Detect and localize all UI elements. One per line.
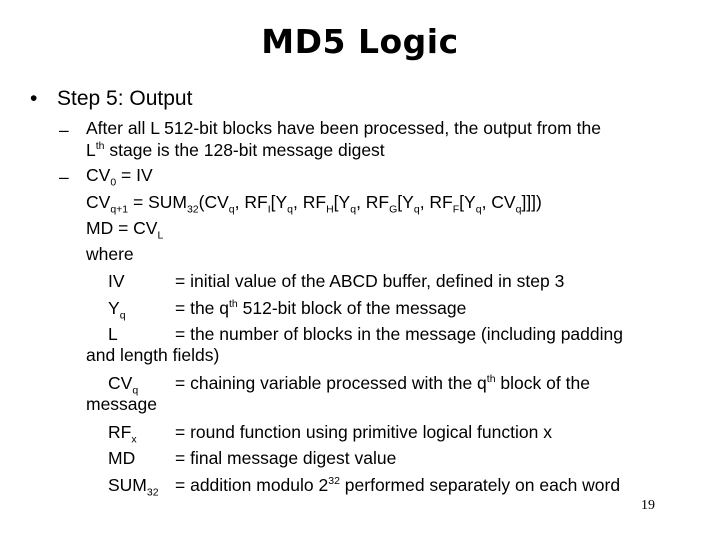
text-span: 32	[146, 486, 159, 499]
text-span: RF	[108, 422, 132, 442]
text-span: , RF	[419, 192, 453, 212]
rfx-term: RFx	[108, 422, 137, 446]
iv-definition: = initial value of the ABCD buffer, defi…	[175, 271, 565, 291]
text-span: x	[131, 433, 137, 446]
text-span: , RF	[356, 192, 390, 212]
l-definition-continued: and length fields)	[86, 345, 220, 365]
text-span: F	[452, 203, 460, 216]
cv0-equation: CV0 = IV	[86, 165, 153, 188]
text-span: , CV	[481, 192, 516, 212]
text-span: CV	[86, 165, 111, 185]
text-span: q	[413, 203, 420, 216]
text-span: L	[157, 229, 164, 242]
text-span: (CV	[198, 192, 229, 212]
text-span: G	[389, 203, 398, 216]
yq-term: Yq	[108, 298, 126, 322]
text-span: , RF	[293, 192, 327, 212]
text-span: = IV	[116, 165, 153, 185]
text-span: block of the	[495, 373, 590, 393]
sum-term: SUM32	[108, 475, 159, 499]
text-span: CV	[86, 192, 111, 212]
md-definition: = final message digest value	[175, 448, 397, 468]
text-span: 32	[186, 203, 199, 216]
sum-definition: = addition modulo 232 performed separate…	[175, 475, 620, 496]
text-span: = the q	[175, 298, 230, 318]
text-span: th	[95, 140, 105, 153]
text-span: L	[86, 140, 96, 160]
text-span: 32	[328, 475, 340, 488]
iv-term: IV	[108, 271, 125, 291]
dash-icon: –	[59, 120, 69, 140]
rfx-definition: = round function using primitive logical…	[175, 422, 552, 442]
text-span: q	[132, 384, 139, 397]
text-span: = SUM	[128, 192, 187, 212]
text-span: q	[228, 203, 235, 216]
cvq1-equation: CVq+1 = SUM32(CVq, RFI[Yq, RFH[Yq, RFG[Y…	[86, 192, 542, 215]
text-span: 512-bit block of the message	[237, 298, 467, 318]
text-span: H	[326, 203, 334, 216]
step-heading: Step 5: Output	[57, 87, 193, 110]
text-span: = addition modulo 2	[175, 475, 329, 495]
text-span: , RF	[234, 192, 268, 212]
text-span: q	[475, 203, 482, 216]
text-span: I	[267, 203, 271, 216]
intro-line-2: Lth stage is the 128-bit message digest	[86, 140, 385, 160]
l-term: L	[108, 324, 118, 344]
text-span: th	[486, 373, 496, 386]
intro-line-1: After all L 512-bit blocks have been pro…	[86, 118, 601, 138]
text-span: q	[287, 203, 294, 216]
text-span: th	[229, 298, 238, 311]
text-span: [Y	[459, 192, 476, 212]
cvq-definition: = chaining variable processed with the q…	[175, 373, 590, 394]
yq-definition: = the qth 512-bit block of the message	[175, 298, 466, 319]
text-span: MD = CV	[86, 218, 158, 238]
l-definition: = the number of blocks in the message (i…	[175, 324, 623, 344]
text-span: = chaining variable processed with the q	[175, 373, 487, 393]
text-span: SUM	[108, 475, 147, 495]
text-span: Y	[108, 298, 120, 318]
text-span: q	[119, 309, 126, 322]
text-span: performed separately on each word	[339, 475, 621, 495]
md-term: MD	[108, 448, 136, 468]
text-span: [Y	[333, 192, 351, 212]
text-span: [Y	[270, 192, 288, 212]
text-span: stage is the 128-bit message digest	[104, 140, 385, 160]
step-bullet-item: • Step 5: Output	[30, 87, 192, 111]
where-label: where	[86, 244, 134, 264]
md-equation: MD = CVL	[86, 218, 163, 241]
text-span: q+1	[110, 203, 129, 216]
slide-title: MD5 Logic	[261, 22, 459, 61]
text-span: q	[515, 203, 522, 216]
text-span: 0	[110, 176, 117, 189]
bullet-icon: •	[30, 87, 38, 110]
text-span: q	[350, 203, 357, 216]
text-span: [Y	[397, 192, 414, 212]
cvq-definition-continued: message	[86, 394, 158, 414]
text-span: CV	[108, 373, 133, 393]
dash-icon: –	[59, 167, 69, 187]
cvq-term: CVq	[108, 373, 139, 397]
text-span: ]]])	[521, 192, 542, 212]
page-number: 19	[641, 498, 655, 513]
